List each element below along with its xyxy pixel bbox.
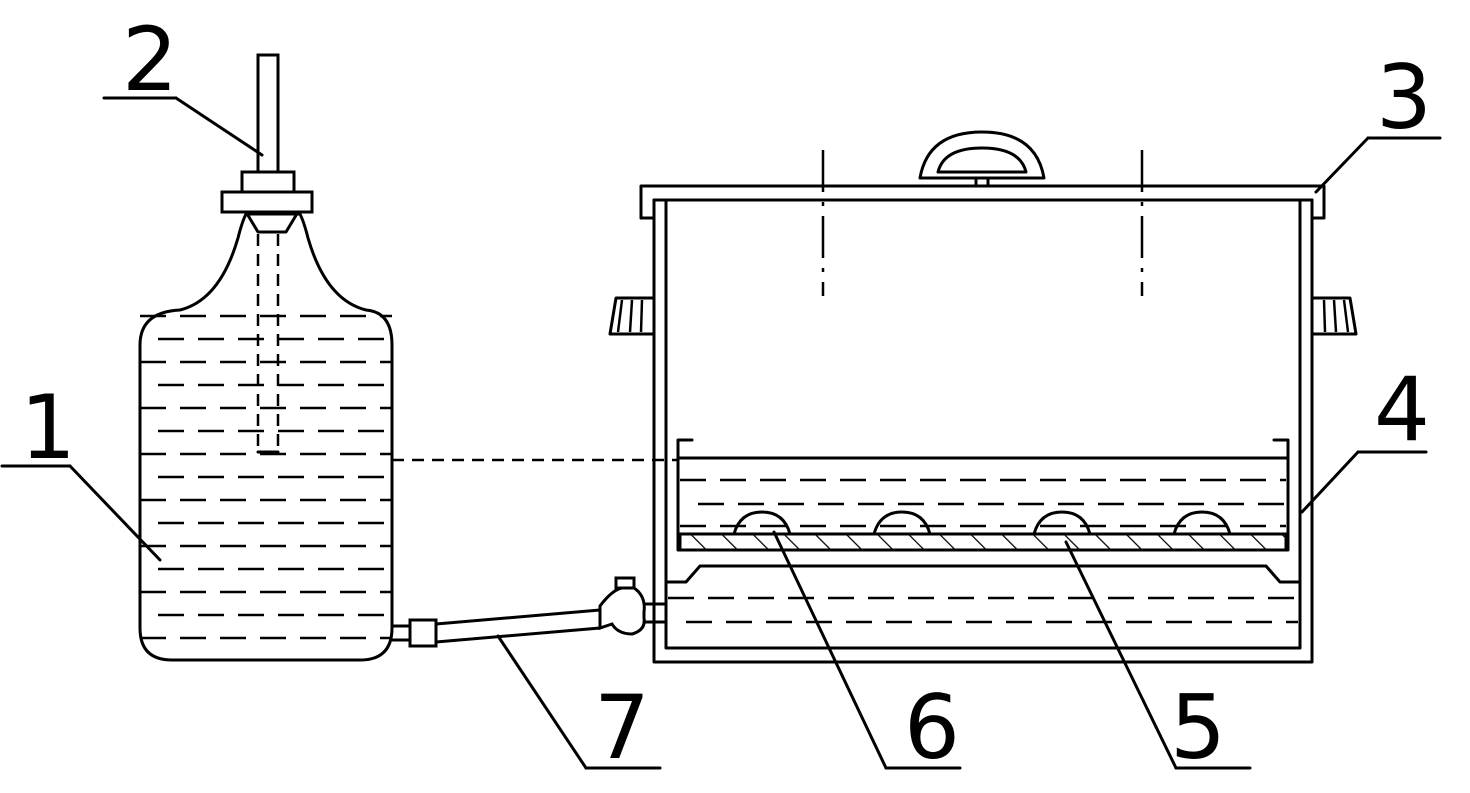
- tank-water: [668, 596, 1298, 624]
- label-4: 4: [1300, 358, 1430, 514]
- bottle-water: [140, 314, 392, 640]
- inner-tray: [676, 438, 1290, 552]
- svg-text:7: 7: [594, 676, 650, 779]
- water-bottle: [138, 170, 394, 662]
- svg-text:2: 2: [122, 8, 178, 111]
- label-3: 3: [1314, 46, 1442, 194]
- label-7: 7: [496, 634, 662, 779]
- label-1: 1: [0, 376, 162, 562]
- label-5: 5: [1064, 540, 1252, 779]
- svg-text:5: 5: [1170, 676, 1226, 779]
- incubation-tank: [608, 130, 1358, 664]
- label-6: 6: [772, 530, 962, 779]
- eggs: [732, 510, 1232, 536]
- svg-text:4: 4: [1374, 358, 1430, 461]
- left-side-handle: [608, 296, 656, 336]
- tray-water: [680, 478, 1286, 528]
- vent-tube: [256, 53, 280, 174]
- svg-text:6: 6: [904, 676, 960, 779]
- svg-text:1: 1: [20, 376, 76, 479]
- connecting-pipe: [390, 576, 668, 648]
- tank-lid: [639, 130, 1326, 220]
- label-2: 2: [102, 8, 264, 157]
- egg-rack: [678, 532, 1288, 552]
- right-side-handle: [1310, 296, 1358, 336]
- svg-text:3: 3: [1376, 46, 1432, 149]
